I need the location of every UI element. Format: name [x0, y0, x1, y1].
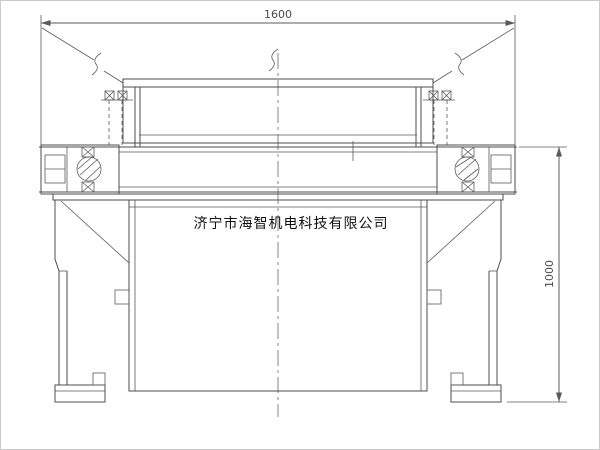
top-dimension: 1600 — [40, 8, 516, 145]
watermark-text: 济宁市海智机电科技有限公司 — [194, 215, 389, 232]
right-dimension: 1000 — [507, 146, 567, 403]
roller-assembly — [101, 78, 455, 147]
right-dimension-label: 1000 — [543, 260, 556, 288]
support-right — [426, 200, 502, 403]
bearing-right — [436, 144, 516, 195]
break-marks — [41, 27, 515, 84]
bearing-left — [40, 144, 120, 195]
support-left — [54, 200, 130, 403]
drum-body — [114, 199, 442, 392]
top-dimension-label: 1600 — [264, 8, 292, 21]
